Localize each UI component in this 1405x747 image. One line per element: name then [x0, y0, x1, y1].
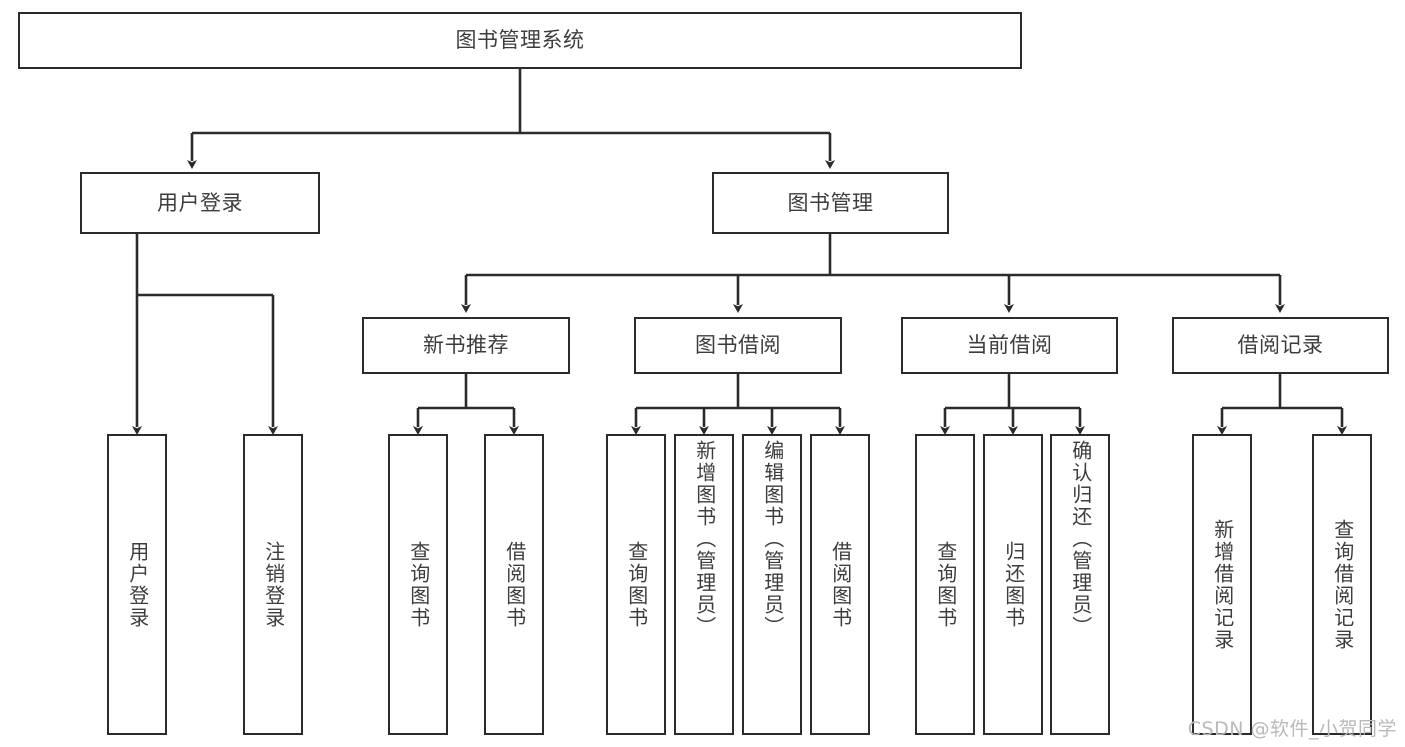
node-label: 图书借阅 [695, 333, 781, 358]
node-label: 用户登录 [125, 540, 150, 629]
node-label: 查询图书 [624, 540, 649, 629]
node-user-login[interactable]: 用户登录 [80, 172, 320, 234]
leaf-query-borrow-record[interactable]: 查询借阅记录 [1312, 434, 1372, 735]
node-current-borrow[interactable]: 当前借阅 [901, 317, 1118, 374]
leaf-user-login[interactable]: 用户登录 [107, 434, 167, 735]
node-label: 新增借阅记录 [1210, 518, 1235, 651]
node-label: 当前借阅 [966, 333, 1053, 358]
node-label: 编辑图书（管理员） [760, 440, 785, 638]
node-label: 归还图书 [1001, 540, 1026, 629]
leaf-confirm-return-admin[interactable]: 确认归还（管理员） [1050, 434, 1110, 735]
node-label: 确认归还（管理员） [1068, 440, 1093, 638]
leaf-query-book-current[interactable]: 查询图书 [915, 434, 975, 735]
leaf-query-book-recommend[interactable]: 查询图书 [388, 434, 448, 735]
leaf-edit-book-admin[interactable]: 编辑图书（管理员） [742, 434, 802, 735]
node-label: 查询借阅记录 [1330, 518, 1355, 651]
leaf-add-book-admin[interactable]: 新增图书（管理员） [674, 434, 734, 735]
node-label: 图书管理系统 [455, 28, 585, 53]
node-label: 借阅记录 [1237, 333, 1324, 358]
node-label: 注销登录 [261, 540, 286, 629]
node-label: 新增图书（管理员） [692, 440, 717, 638]
watermark: CSDN @软件_小贺同学 [1187, 718, 1397, 740]
leaf-query-book-borrow[interactable]: 查询图书 [606, 434, 666, 735]
node-label: 查询图书 [406, 540, 431, 629]
node-label: 查询图书 [933, 540, 958, 629]
node-book-borrow[interactable]: 图书借阅 [634, 317, 842, 374]
node-label: 用户登录 [157, 190, 243, 215]
leaf-return-book[interactable]: 归还图书 [983, 434, 1043, 735]
leaf-add-borrow-record[interactable]: 新增借阅记录 [1192, 434, 1252, 735]
node-label: 借阅图书 [502, 540, 527, 629]
leaf-logout-login[interactable]: 注销登录 [243, 434, 303, 735]
node-label: 图书管理 [787, 190, 874, 215]
node-borrow-record[interactable]: 借阅记录 [1172, 317, 1389, 374]
node-label: 新书推荐 [423, 333, 509, 358]
leaf-borrow-book[interactable]: 借阅图书 [810, 434, 870, 735]
node-label: 借阅图书 [828, 540, 853, 629]
node-new-book-recommend[interactable]: 新书推荐 [362, 317, 570, 374]
leaf-borrow-book-recommend[interactable]: 借阅图书 [484, 434, 544, 735]
node-book-management[interactable]: 图书管理 [712, 172, 949, 234]
node-root-system[interactable]: 图书管理系统 [18, 12, 1022, 69]
